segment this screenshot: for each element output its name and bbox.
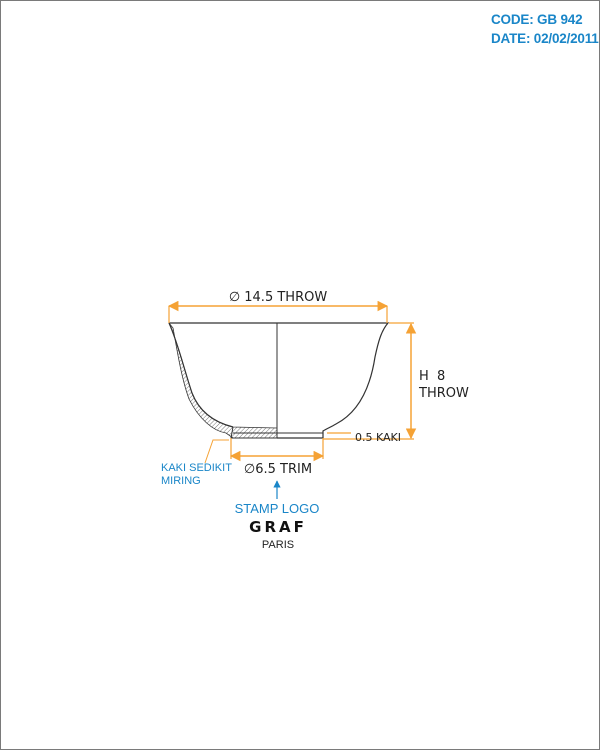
height-label-line1: H 8 xyxy=(419,369,445,384)
title-block: CODE: GB 942 DATE: 02/02/2011 xyxy=(491,10,599,48)
slant-note-line2: MIRING xyxy=(161,475,201,487)
slant-note-line1: KAKI SEDIKIT xyxy=(161,462,232,474)
brand-city: PARIS xyxy=(262,539,294,551)
product-code: CODE: GB 942 xyxy=(491,12,583,27)
stamp-logo-label: STAMP LOGO xyxy=(235,501,320,516)
brand-logo: GRAF xyxy=(249,518,307,536)
bowl-left-outline xyxy=(168,322,234,428)
base-diameter-label: ∅6.5 TRIM xyxy=(244,462,312,477)
height-label-line2: THROW xyxy=(418,386,469,401)
foot-height-label: 0.5 KAKI xyxy=(355,431,401,444)
bowl-outline xyxy=(169,322,390,439)
slant-note-leader xyxy=(204,439,229,464)
bowl-section-wall xyxy=(168,322,278,439)
drawing-date: DATE: 02/02/2011 xyxy=(491,31,599,46)
top-diameter-label: ∅ 14.5 THROW xyxy=(229,290,328,305)
